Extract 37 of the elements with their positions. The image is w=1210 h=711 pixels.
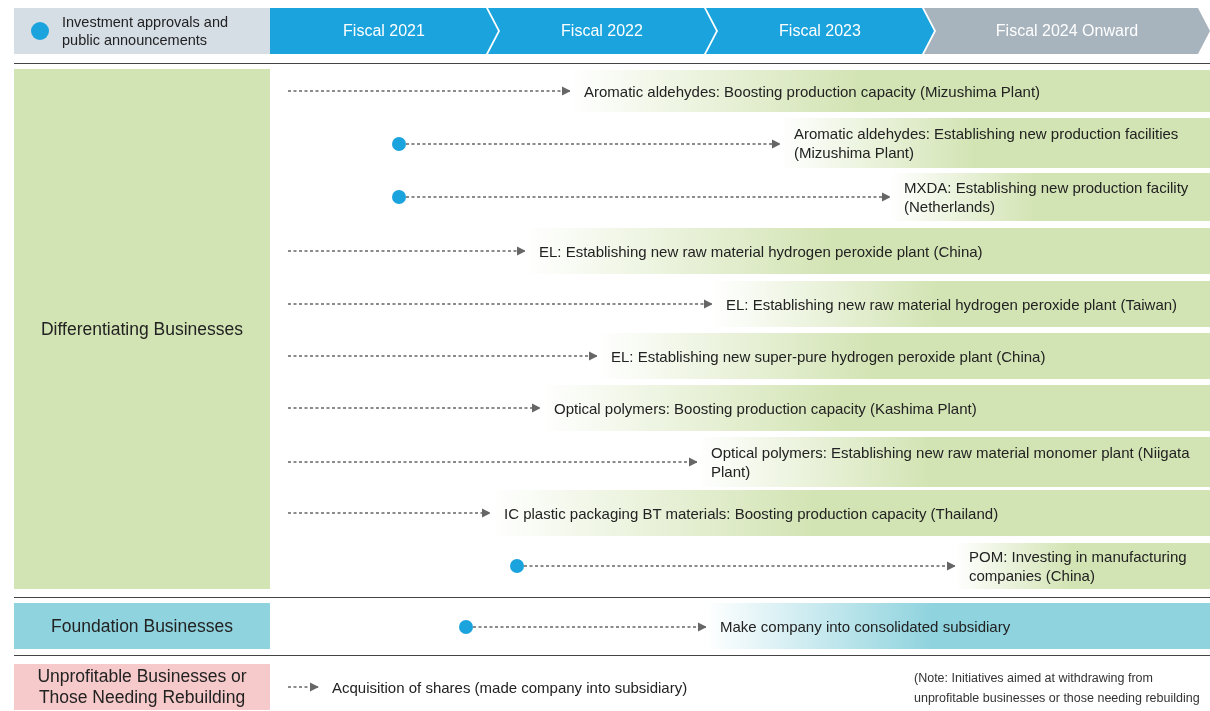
announcement-dot [459, 620, 473, 634]
initiative-text: Acquisition of shares (made company into subsidiary) [318, 664, 878, 710]
initiative-bar: EL: Establishing new raw material hydrogen peroxide plant (Taiwan) [712, 281, 1210, 327]
business-category-band: Foundation Businesses [14, 603, 270, 649]
initiative-bar: POM: Investing in manufacturing companies (China) [955, 543, 1210, 589]
fiscal-year-header: Fiscal 2022 [488, 8, 716, 54]
initiative-bar: IC plastic packaging BT materials: Boosting production capacity (Thailand) [490, 490, 1210, 536]
arrow [405, 139, 781, 149]
initiative-bar: Make company into consolidated subsidiary [706, 603, 1210, 649]
business-category-band: Unprofitable Businesses or Those Needing Rebuilding [14, 664, 270, 710]
arrow [287, 246, 526, 256]
legend-text: Investment approvals and public announcements [62, 13, 230, 49]
fiscal-year-header: Fiscal 2024 Onward [924, 8, 1210, 54]
announcement-dot [392, 137, 406, 151]
initiative-bar: Aromatic aldehydes: Establishing new production facilities (Mizushima Plant) [780, 118, 1210, 168]
initiative-bar: Aromatic aldehydes: Boosting production capacity (Mizushima Plant) [570, 70, 1210, 112]
business-category-band: Differentiating Businesses [14, 69, 270, 589]
arrow [472, 622, 707, 632]
initiative-bar: Optical polymers: Boosting production capacity (Kashima Plant) [540, 385, 1210, 431]
announcement-dot [510, 559, 524, 573]
initiative-bar: MXDA: Establishing new production facility (Netherlands) [890, 173, 1210, 221]
arrow [287, 299, 713, 309]
arrow [287, 86, 571, 96]
arrow [405, 192, 891, 202]
arrow [287, 351, 598, 361]
initiative-bar: Optical polymers: Establishing new raw material monomer plant (Niigata Plant) [697, 437, 1210, 487]
arrow [287, 508, 491, 518]
fiscal-year-header: Fiscal 2023 [706, 8, 934, 54]
initiative-bar: EL: Establishing new raw material hydrogen peroxide plant (China) [525, 228, 1210, 274]
fiscal-year-header: Fiscal 2021 [270, 8, 498, 54]
arrow [287, 682, 319, 692]
initiative-bar: EL: Establishing new super-pure hydrogen peroxide plant (China) [597, 333, 1210, 379]
arrow [287, 457, 698, 467]
note-text: (Note: Initiatives aimed at withdrawing from unprofitable businesses or those needing rebuilding [914, 670, 1201, 707]
announcement-dot [392, 190, 406, 204]
arrow [287, 403, 541, 413]
arrow [523, 561, 956, 571]
